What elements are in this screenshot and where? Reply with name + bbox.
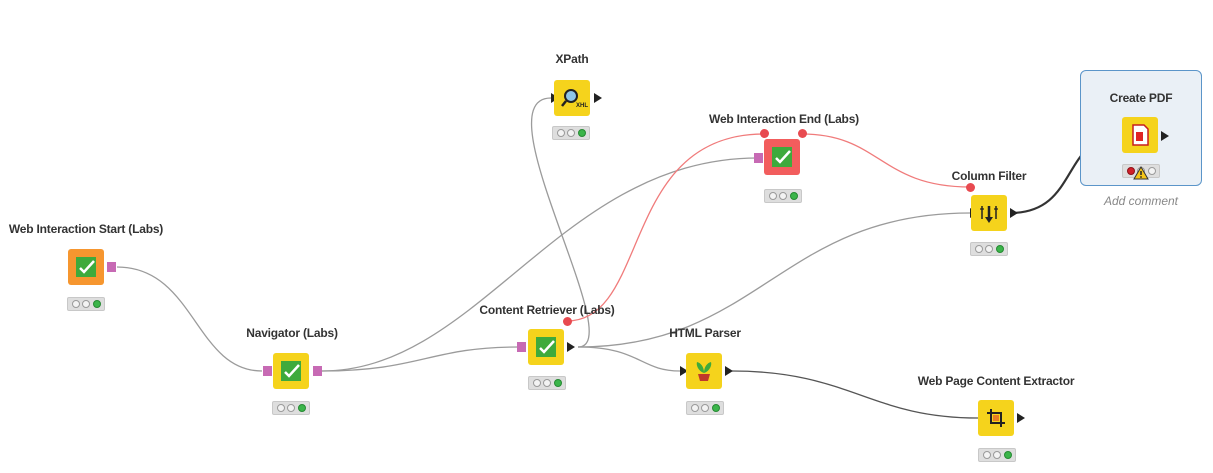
connection-retriever-htmlparser[interactable] bbox=[577, 346, 681, 372]
connection-navigator-end[interactable] bbox=[321, 157, 759, 372]
crop-icon bbox=[987, 409, 1005, 427]
content-retriever-label: Content Retriever (Labs) bbox=[479, 303, 615, 317]
xpath-icon: XHL bbox=[561, 89, 588, 109]
flowvar-retriever-end[interactable] bbox=[566, 133, 765, 322]
web-interaction-start-status bbox=[67, 297, 105, 311]
web-interaction-end-node[interactable] bbox=[764, 139, 800, 175]
create-pdf-label: Create PDF bbox=[1109, 91, 1173, 105]
navigator-status bbox=[272, 401, 310, 415]
html-parser-label: HTML Parser bbox=[669, 326, 741, 340]
warning-icon[interactable] bbox=[1133, 166, 1149, 180]
selenium-icon bbox=[536, 337, 556, 357]
web-page-content-extractor-label: Web Page Content Extractor bbox=[917, 374, 1075, 388]
pdf-icon bbox=[1132, 124, 1149, 146]
html-parser-status bbox=[686, 401, 724, 415]
connection-htmlparser-extractor[interactable] bbox=[731, 370, 979, 419]
xpath-status bbox=[552, 126, 590, 140]
web-page-content-extractor-node[interactable] bbox=[978, 400, 1014, 436]
selenium-icon bbox=[76, 257, 96, 277]
navigator-node[interactable] bbox=[273, 353, 309, 389]
html-parser-node[interactable] bbox=[686, 353, 722, 389]
flowvar-end-columnfilter[interactable] bbox=[801, 133, 971, 188]
connection-retriever-xpath[interactable] bbox=[530, 97, 590, 348]
column-filter-label: Column Filter bbox=[951, 169, 1027, 183]
create-pdf-comment[interactable]: Add comment bbox=[1103, 194, 1179, 208]
plant-icon bbox=[696, 362, 712, 381]
navigator-label: Navigator (Labs) bbox=[246, 326, 338, 340]
xpath-label: XPath bbox=[555, 52, 589, 66]
selenium-icon bbox=[281, 361, 301, 381]
connection-retriever-columnfilter[interactable] bbox=[577, 212, 971, 348]
svg-text:XHL: XHL bbox=[576, 103, 588, 109]
web-interaction-start-label: Web Interaction Start (Labs) bbox=[8, 222, 164, 236]
column-filter-icon bbox=[980, 206, 998, 223]
connection-start-navigator[interactable] bbox=[116, 266, 263, 372]
column-filter-node[interactable] bbox=[971, 195, 1007, 231]
web-page-content-extractor-status bbox=[978, 448, 1016, 462]
web-interaction-end-label: Web Interaction End (Labs) bbox=[709, 112, 859, 126]
selenium-icon bbox=[772, 147, 792, 167]
create-pdf-node[interactable] bbox=[1122, 117, 1158, 153]
web-interaction-end-status bbox=[764, 189, 802, 203]
xpath-node[interactable]: XHL bbox=[554, 80, 590, 116]
web-interaction-start-node[interactable] bbox=[68, 249, 104, 285]
content-retriever-node[interactable] bbox=[528, 329, 564, 365]
connection-navigator-retriever[interactable] bbox=[321, 346, 519, 372]
content-retriever-status bbox=[528, 376, 566, 390]
column-filter-status bbox=[970, 242, 1008, 256]
